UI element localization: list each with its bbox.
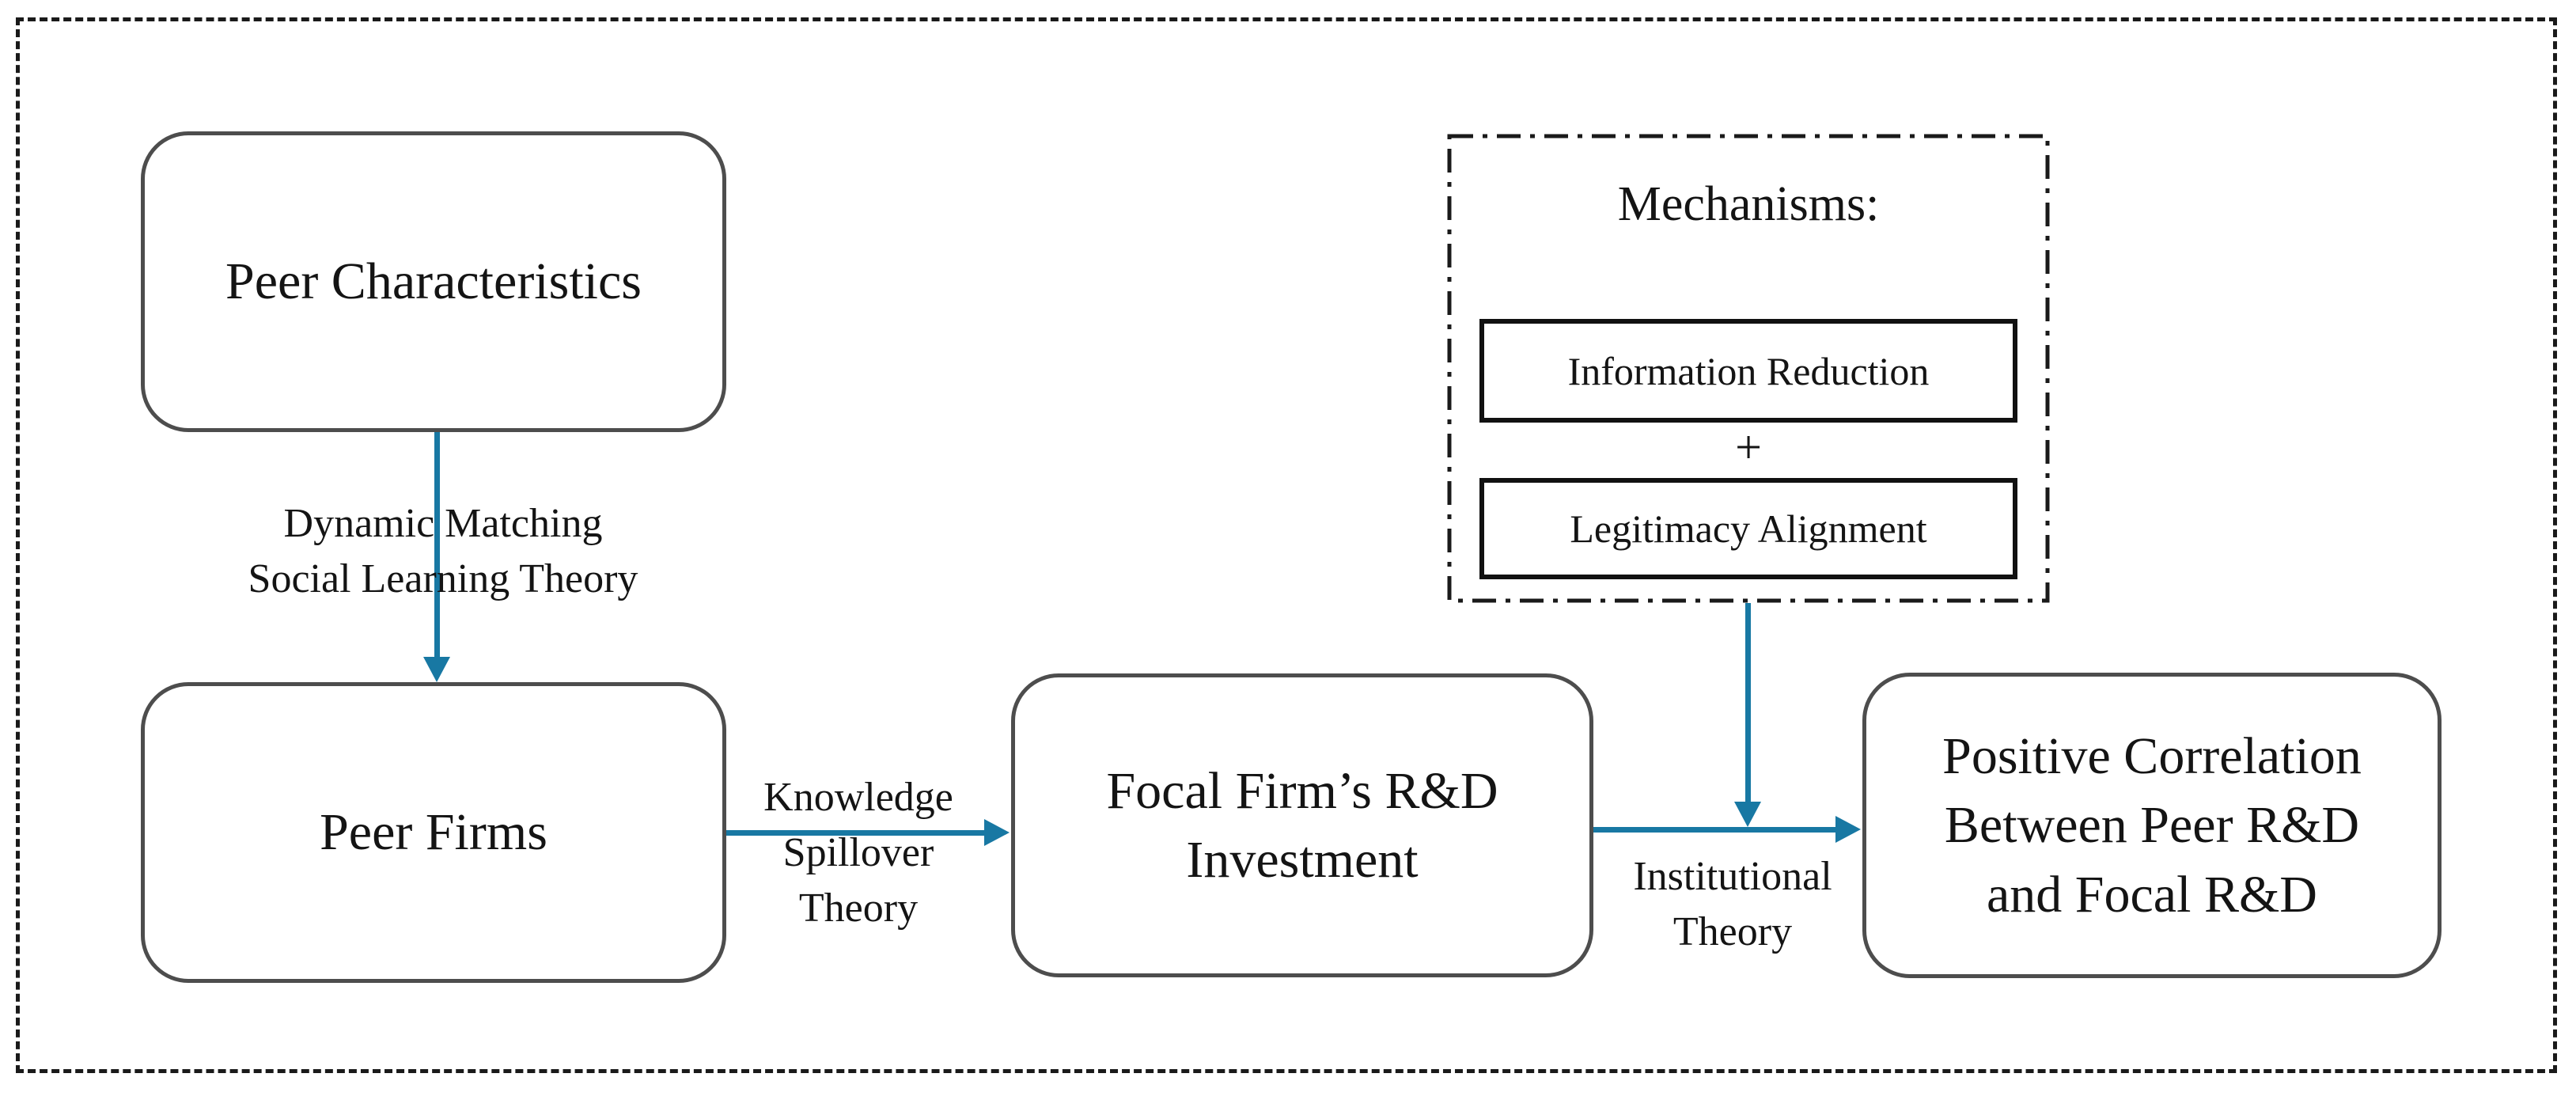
edge-label-line-1: Dynamic Matching [283, 501, 603, 546]
node-positive-correlation-label: Positive Correlation Between Peer R&D an… [1866, 722, 2438, 928]
arrow-peer-characteristics-to-peer-firms-line [434, 432, 440, 658]
positive-correlation-line-1: Positive Correlation [1942, 727, 2362, 786]
node-peer-firms: Peer Firms [141, 682, 726, 983]
mechanism-information-reduction: Information Reduction [1479, 319, 2017, 423]
edge-label-line-2: Social Learning Theory [248, 556, 638, 601]
arrow-peer-firms-to-focal-line [726, 830, 984, 836]
node-peer-firms-label: Peer Firms [320, 803, 547, 862]
edge-label-line-2: Theory [1673, 909, 1793, 954]
node-focal-rd-investment-label: Focal Firm’s R&D Investment [1015, 757, 1589, 894]
mechanism-legitimacy-alignment-label: Legitimacy Alignment [1570, 506, 1927, 551]
arrow-down-icon [423, 657, 450, 682]
arrow-right-icon [1835, 816, 1861, 843]
edge-label-dynamic-matching: Dynamic Matching Social Learning Theory [182, 496, 704, 607]
mechanisms-group: Mechanisms: Information Reduction + Legi… [1447, 134, 2050, 603]
node-peer-characteristics: Peer Characteristics [141, 131, 726, 432]
mechanisms-plus-sign: + [1735, 421, 1762, 473]
edge-label-line-1: Institutional [1633, 854, 1832, 899]
arrow-down-icon [1734, 802, 1761, 827]
mechanisms-title: Mechanisms: [1617, 177, 1880, 231]
mechanisms-dashdot-border [1447, 134, 2050, 603]
mechanism-information-reduction-label: Information Reduction [1567, 348, 1930, 393]
focal-rd-line-2: Investment [1186, 831, 1419, 889]
arrow-right-icon [984, 819, 1010, 846]
arrow-focal-to-outcome-line [1593, 827, 1835, 833]
arrow-mechanisms-line [1745, 603, 1751, 802]
edge-label-line-2: Spillover [782, 830, 934, 875]
node-focal-rd-investment: Focal Firm’s R&D Investment [1011, 673, 1593, 977]
node-peer-characteristics-label: Peer Characteristics [225, 252, 642, 311]
mechanism-legitimacy-alignment: Legitimacy Alignment [1479, 478, 2017, 579]
node-positive-correlation: Positive Correlation Between Peer R&D an… [1862, 673, 2442, 978]
positive-correlation-line-3: and Focal R&D [1987, 865, 2317, 924]
edge-label-line-1: Knowledge [763, 775, 953, 820]
outer-dashed-frame [16, 17, 2557, 1073]
edge-label-institutional-theory: Institutional Theory [1574, 849, 1891, 960]
edge-label-line-3: Theory [798, 886, 919, 931]
positive-correlation-line-2: Between Peer R&D [1944, 796, 2360, 855]
focal-rd-line-1: Focal Firm’s R&D [1106, 761, 1498, 820]
edge-label-knowledge-spillover: Knowledge Spillover Theory [700, 770, 1017, 936]
